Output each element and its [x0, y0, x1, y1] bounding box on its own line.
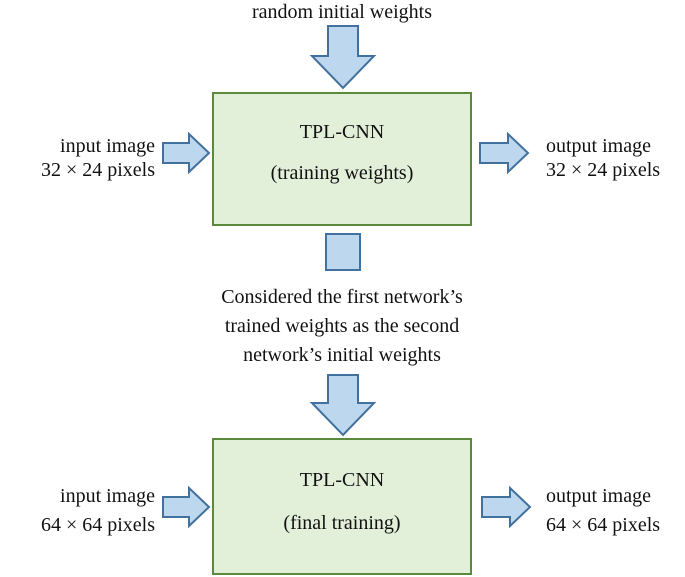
stage1-input-label-line2: 32 × 24 pixels — [40, 159, 155, 181]
right-arrow-into-box1 — [162, 131, 211, 175]
top-label: random initial weights — [252, 1, 432, 23]
right-arrow-out-of-box2-shape — [481, 485, 532, 529]
box1-subtitle: (training weights) — [270, 162, 414, 184]
stage2-output-label-line1: output image — [546, 485, 651, 507]
tpl-cnn-box-training: TPL-CNN (training weights) — [212, 92, 472, 226]
connector-bar-below-box1 — [325, 233, 361, 271]
down-arrow-into-box2 — [309, 374, 377, 437]
box2-title: TPL-CNN — [299, 469, 385, 491]
stage1-output-label-line2: 32 × 24 pixels — [546, 159, 661, 181]
right-arrow-into-box2 — [162, 485, 211, 529]
stage2-input-label-line1: input image — [60, 485, 155, 507]
right-arrow-out-of-box2 — [481, 485, 532, 529]
transfer-label-line1: Considered the first network’s — [221, 286, 463, 308]
right-arrow-into-box2-shape — [162, 485, 211, 529]
stage2-output-label-line2: 64 × 64 pixels — [546, 514, 661, 536]
transfer-label-line3: network’s initial weights — [243, 344, 441, 366]
stage2-input-label-line2: 64 × 64 pixels — [40, 514, 155, 536]
box2-subtitle: (final training) — [283, 512, 401, 534]
tpl-cnn-box-final: TPL-CNN (final training) — [212, 438, 472, 575]
box1-title: TPL-CNN — [299, 121, 385, 143]
stage1-output-label-line1: output image — [546, 135, 651, 157]
down-arrow-into-box1-shape — [309, 25, 377, 90]
down-arrow-into-box2-shape — [309, 374, 377, 437]
right-arrow-out-of-box1 — [479, 131, 530, 175]
transfer-label-line2: trained weights as the second — [224, 315, 460, 337]
down-arrow-into-box1 — [309, 25, 377, 90]
right-arrow-into-box1-shape — [162, 131, 211, 175]
connector-bar-below-box1-shape — [325, 233, 361, 271]
stage1-input-label-line1: input image — [60, 135, 155, 157]
right-arrow-out-of-box1-shape — [479, 131, 530, 175]
